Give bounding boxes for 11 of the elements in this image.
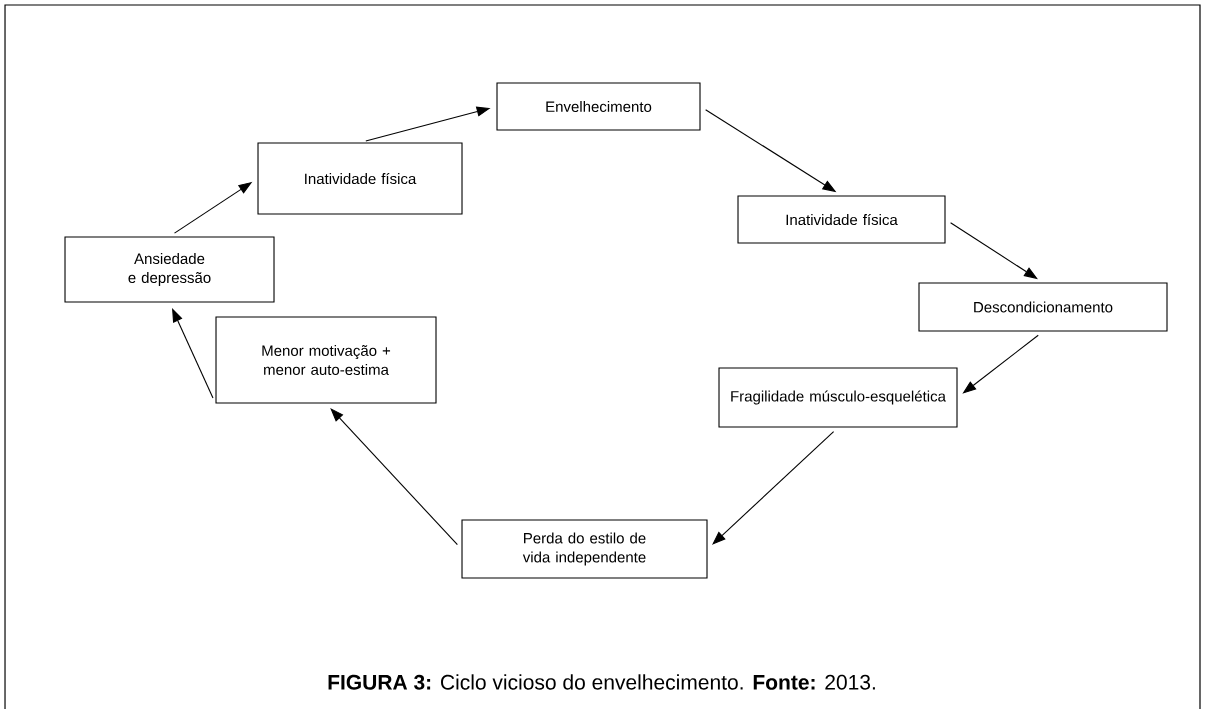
- process-box: Menor motivação + menor auto-estima: [215, 316, 437, 404]
- caption: FIGURA 3: Ciclo vicioso do envelhecimento. Fonte: 2013.: [328, 674, 875, 690]
- arrow: [172, 308, 214, 399]
- process-box: Descondicionamento: [918, 282, 1168, 332]
- process-box: Perda do estilo de vida independente: [461, 519, 708, 579]
- process-box: Envelhecimento: [496, 82, 701, 131]
- process-box: Inatividade física: [737, 195, 946, 244]
- arrow: [712, 431, 835, 545]
- process-box: Inatividade física: [257, 142, 463, 215]
- process-box: Ansiedade e depressão: [64, 236, 275, 303]
- process-box: Fragilidade músculo-esquelética: [718, 367, 958, 428]
